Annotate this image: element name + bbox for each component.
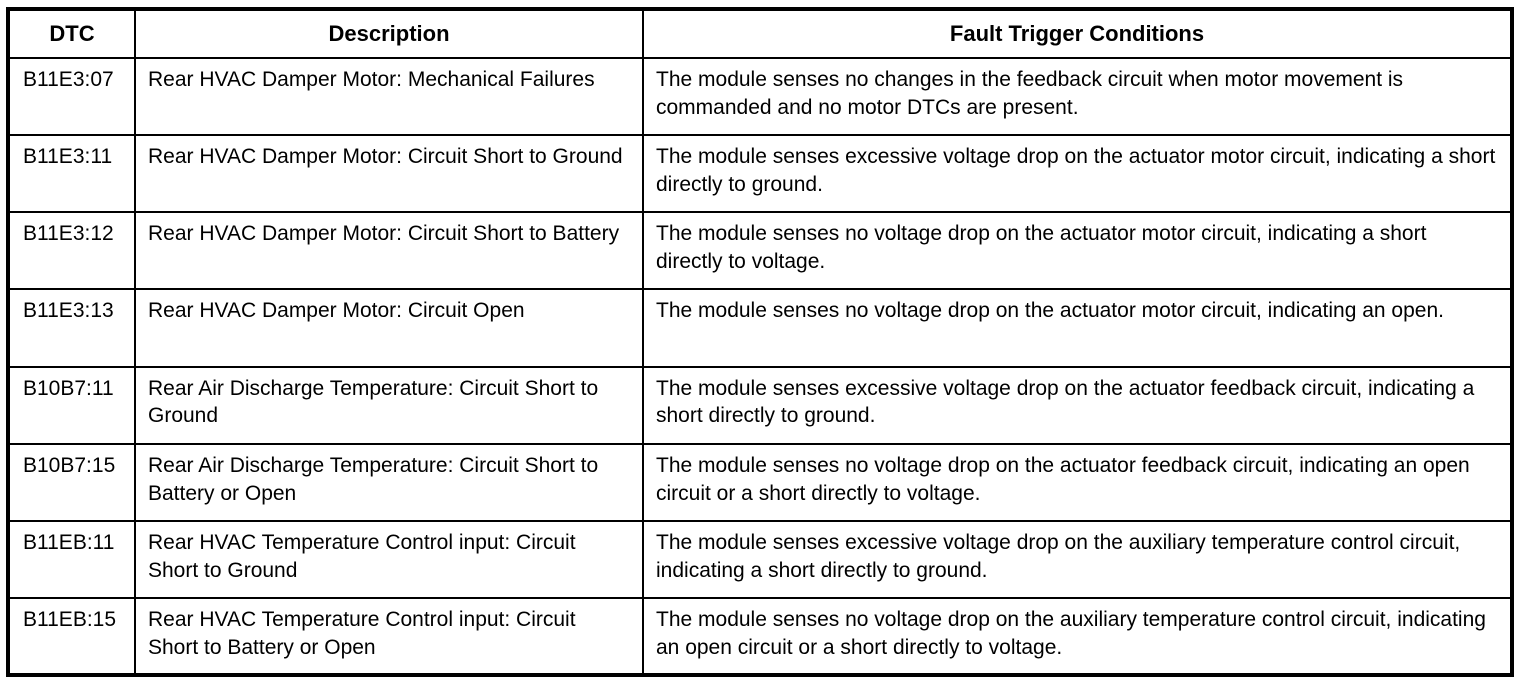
cell-conditions: The module senses excessive voltage drop…: [642, 519, 1513, 599]
cell-conditions: The module senses no changes in the feed…: [642, 56, 1513, 137]
cell-conditions: The module senses excessive voltage drop…: [642, 365, 1513, 445]
cell-description: Rear Air Discharge Temperature: Circuit …: [134, 442, 644, 522]
column-header-dtc: DTC: [7, 8, 136, 59]
cell-dtc: B11EB:11: [7, 519, 136, 599]
cell-description: Rear HVAC Damper Motor: Mechanical Failu…: [134, 56, 644, 137]
column-header-fault-trigger-conditions: Fault Trigger Conditions: [642, 8, 1513, 59]
cell-conditions: The module senses no voltage drop on the…: [642, 288, 1513, 368]
cell-dtc: B10B7:11: [7, 365, 136, 445]
cell-description: Rear HVAC Damper Motor: Circuit Short to…: [134, 134, 644, 214]
cell-description: Rear HVAC Temperature Control input: Cir…: [134, 596, 644, 677]
cell-conditions: The module senses excessive voltage drop…: [642, 134, 1513, 214]
table-header-row: DTC Description Fault Trigger Conditions: [7, 8, 1513, 59]
cell-description: Rear HVAC Temperature Control input: Cir…: [134, 519, 644, 599]
cell-conditions: The module senses no voltage drop on the…: [642, 596, 1513, 677]
cell-dtc: B11EB:15: [7, 596, 136, 677]
column-header-description: Description: [134, 8, 644, 59]
cell-description: Rear HVAC Damper Motor: Circuit Open: [134, 288, 644, 368]
cell-dtc: B11E3:12: [7, 211, 136, 291]
cell-conditions: The module senses no voltage drop on the…: [642, 211, 1513, 291]
cell-description: Rear HVAC Damper Motor: Circuit Short to…: [134, 211, 644, 291]
cell-dtc: B11E3:07: [7, 56, 136, 137]
cell-dtc: B10B7:15: [7, 442, 136, 522]
cell-conditions: The module senses no voltage drop on the…: [642, 442, 1513, 522]
cell-dtc: B11E3:13: [7, 288, 136, 368]
cell-dtc: B11E3:11: [7, 134, 136, 214]
cell-description: Rear Air Discharge Temperature: Circuit …: [134, 365, 644, 445]
dtc-fault-table: DTC Description Fault Trigger Conditions…: [6, 7, 1514, 677]
